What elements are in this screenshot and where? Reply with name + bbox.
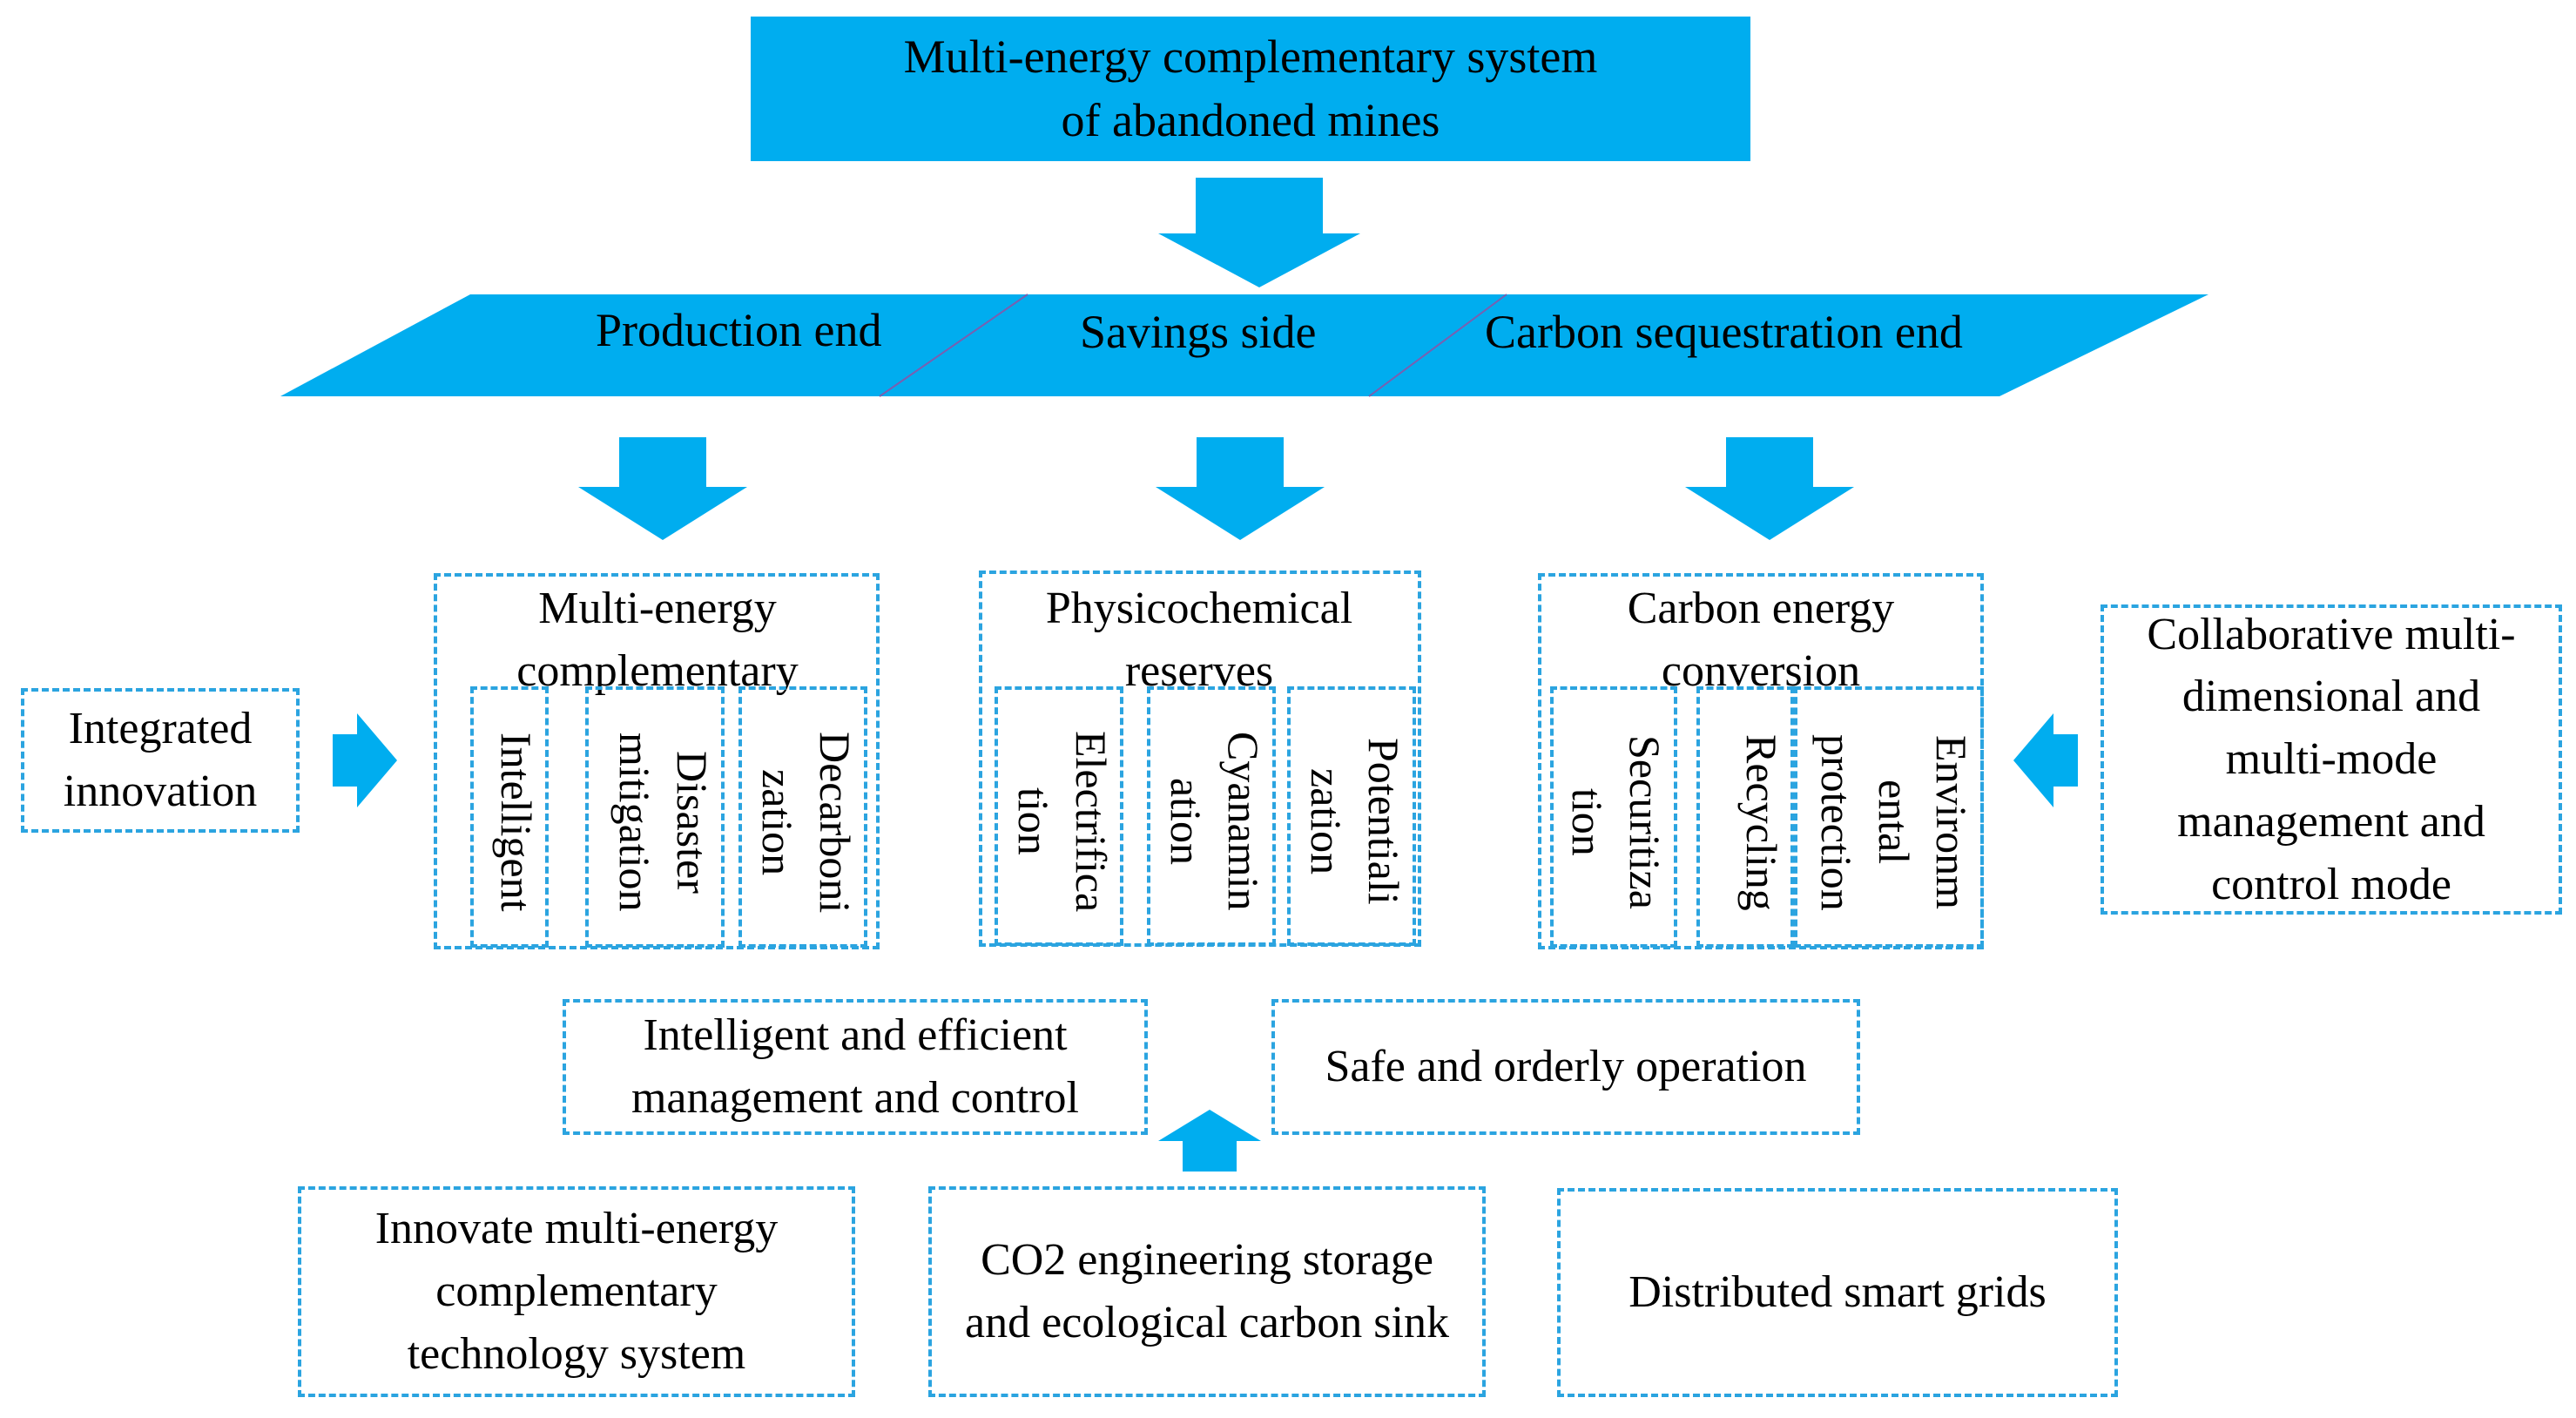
cell-securitization: Securitiza tion — [1550, 686, 1677, 948]
integrated-innovation-box: Integrated innovation — [21, 688, 300, 833]
group-physicochemical-title: Physicochemical reserves — [1045, 584, 1353, 696]
system-title-line1: Multi-energy complementary system — [903, 30, 1598, 84]
cell-cyanamination: Cyanamin ation — [1147, 686, 1276, 946]
technology-system-box: Innovate multi-energy complementary tech… — [298, 1186, 855, 1397]
band-label-carbon: Carbon sequestration end — [1485, 306, 1963, 358]
cell-electrification: Electrifica tion — [995, 686, 1123, 946]
smart-grids-box: Distributed smart grids — [1557, 1188, 2118, 1397]
band-divider-1 — [879, 294, 1028, 397]
system-title: Multi-energy complementary system of aba… — [751, 17, 1750, 161]
cell-disaster-mitigation: Disaster mitigation — [585, 686, 725, 948]
cell-environmental-protection: Environm ental protection — [1794, 686, 1984, 948]
system-title-line2: of abandoned mines — [1061, 94, 1440, 146]
safe-operation-box: Safe and orderly operation — [1271, 999, 1860, 1135]
cell-decarbonization: Decarboni zation — [738, 686, 867, 948]
left-arrow-management — [2013, 713, 2078, 807]
intelligent-management-box: Intelligent and efficient management and… — [563, 999, 1148, 1135]
up-arrow-bottom — [1158, 1110, 1261, 1172]
group-carbon-energy-title: Carbon energy conversion — [1627, 584, 1895, 696]
management-mode-box: Collaborative multi-dimensional and mult… — [2101, 604, 2562, 915]
cell-intelligent: Intelligent — [470, 686, 549, 948]
group-multi-energy-title: Multi-energy complementary — [516, 584, 799, 696]
cell-potentialization: Potentiali zation — [1287, 686, 1416, 946]
down-arrow-production — [578, 437, 747, 540]
cell-recycling: Recycling — [1696, 686, 1794, 948]
right-arrow-innovation — [333, 713, 397, 807]
band-label-savings: Savings side — [1080, 306, 1317, 358]
down-arrow-carbon — [1685, 437, 1854, 540]
levels-band — [280, 294, 2208, 396]
down-arrow-main — [1158, 178, 1360, 287]
band-label-production: Production end — [596, 304, 882, 356]
down-arrow-savings — [1156, 437, 1325, 540]
group-multi-energy — [434, 573, 880, 949]
band-divider-2 — [1368, 294, 1507, 397]
co2-storage-box: CO2 engineering storage and ecological c… — [928, 1186, 1486, 1397]
